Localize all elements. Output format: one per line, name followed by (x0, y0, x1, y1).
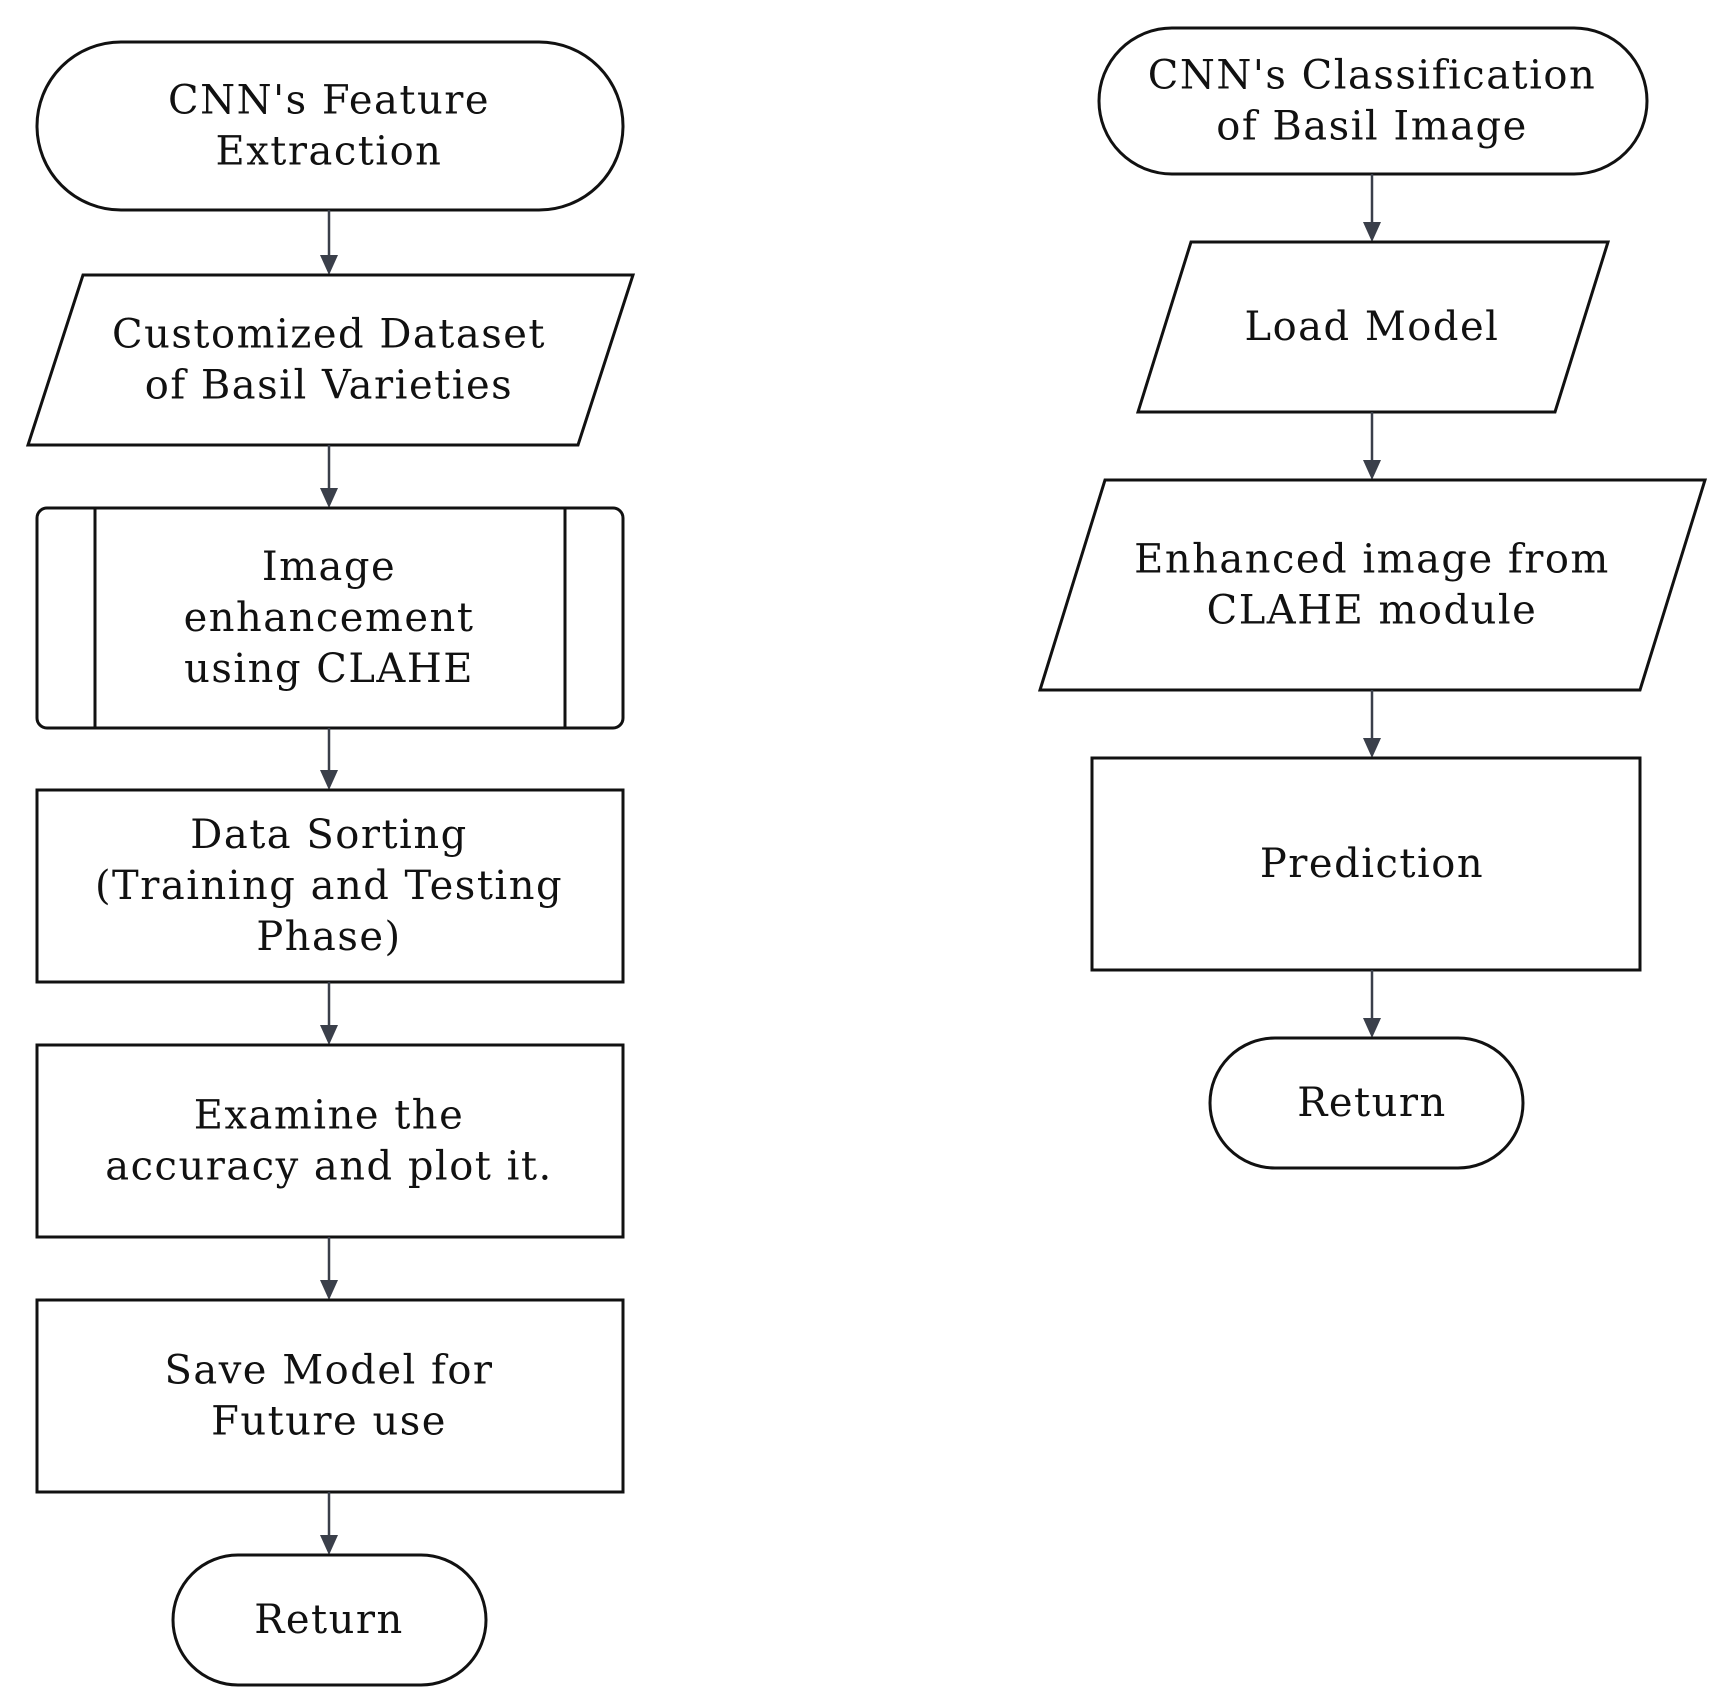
node-label-line: Load Model (1245, 304, 1500, 350)
terminator-shape (1208, 1036, 1525, 1170)
node-label-line: Enhanced image from (1134, 537, 1610, 583)
node-label-line: Return (1297, 1080, 1447, 1126)
connector-arrow (320, 728, 338, 790)
node-prediction: Prediction (1090, 756, 1642, 972)
node-label-line: Prediction (1260, 841, 1484, 887)
connector-arrow (1363, 174, 1381, 242)
connector-arrow (320, 1492, 338, 1555)
terminator-shape (1097, 26, 1649, 176)
node-return: Return (171, 1553, 488, 1687)
node-label-line: enhancement (184, 595, 475, 641)
node-label-line: CNN's Classification (1148, 53, 1597, 99)
connector-arrow (1363, 970, 1381, 1038)
process-shape (1090, 756, 1642, 972)
node-label-line: Save Model for (164, 1348, 493, 1394)
node-label-line: Image (262, 544, 396, 590)
node-label-line: of Basil Image (1216, 104, 1528, 150)
process-shape (35, 1298, 625, 1494)
node-label-line: CLAHE module (1207, 588, 1538, 634)
data-shape (1037, 478, 1708, 692)
connector-arrow (320, 982, 338, 1045)
node-start: CNN's Classification of Basil Image (1097, 26, 1649, 176)
node-label-line: CNN's Feature (168, 78, 490, 124)
node-label-line: Future use (211, 1399, 447, 1445)
node-examine: Examine the accuracy and plot it. (35, 1043, 625, 1239)
node-label-line: Extraction (216, 129, 443, 175)
connector-arrow (1363, 690, 1381, 758)
node-label-line: Customized Dataset (112, 312, 546, 358)
connector-arrow (320, 1237, 338, 1300)
node-dataset: Customized Dataset of Basil Varieties (25, 273, 636, 447)
node-return: Return (1208, 1036, 1525, 1170)
connector-arrow (320, 445, 338, 508)
node-label-line: using CLAHE (184, 646, 474, 692)
connector-arrow (320, 210, 338, 275)
terminator-shape (171, 1553, 488, 1687)
data-shape (1135, 240, 1611, 414)
node-load: Load Model (1135, 240, 1611, 414)
process-shape (35, 1043, 625, 1239)
terminator-shape (35, 40, 625, 212)
node-clahe: Image enhancement using CLAHE (35, 506, 625, 730)
node-label-line: Data Sorting (190, 812, 467, 858)
node-label-line: (Training and Testing (95, 863, 563, 909)
node-label-line: accuracy and plot it. (105, 1144, 552, 1190)
data-shape (25, 273, 636, 447)
node-label-line: Phase) (256, 914, 401, 960)
node-label-line: Return (254, 1597, 404, 1643)
node-label-line: of Basil Varieties (145, 363, 513, 409)
process-shape (35, 788, 625, 984)
connector-arrow (1363, 412, 1381, 480)
node-label-line: Examine the (194, 1093, 464, 1139)
